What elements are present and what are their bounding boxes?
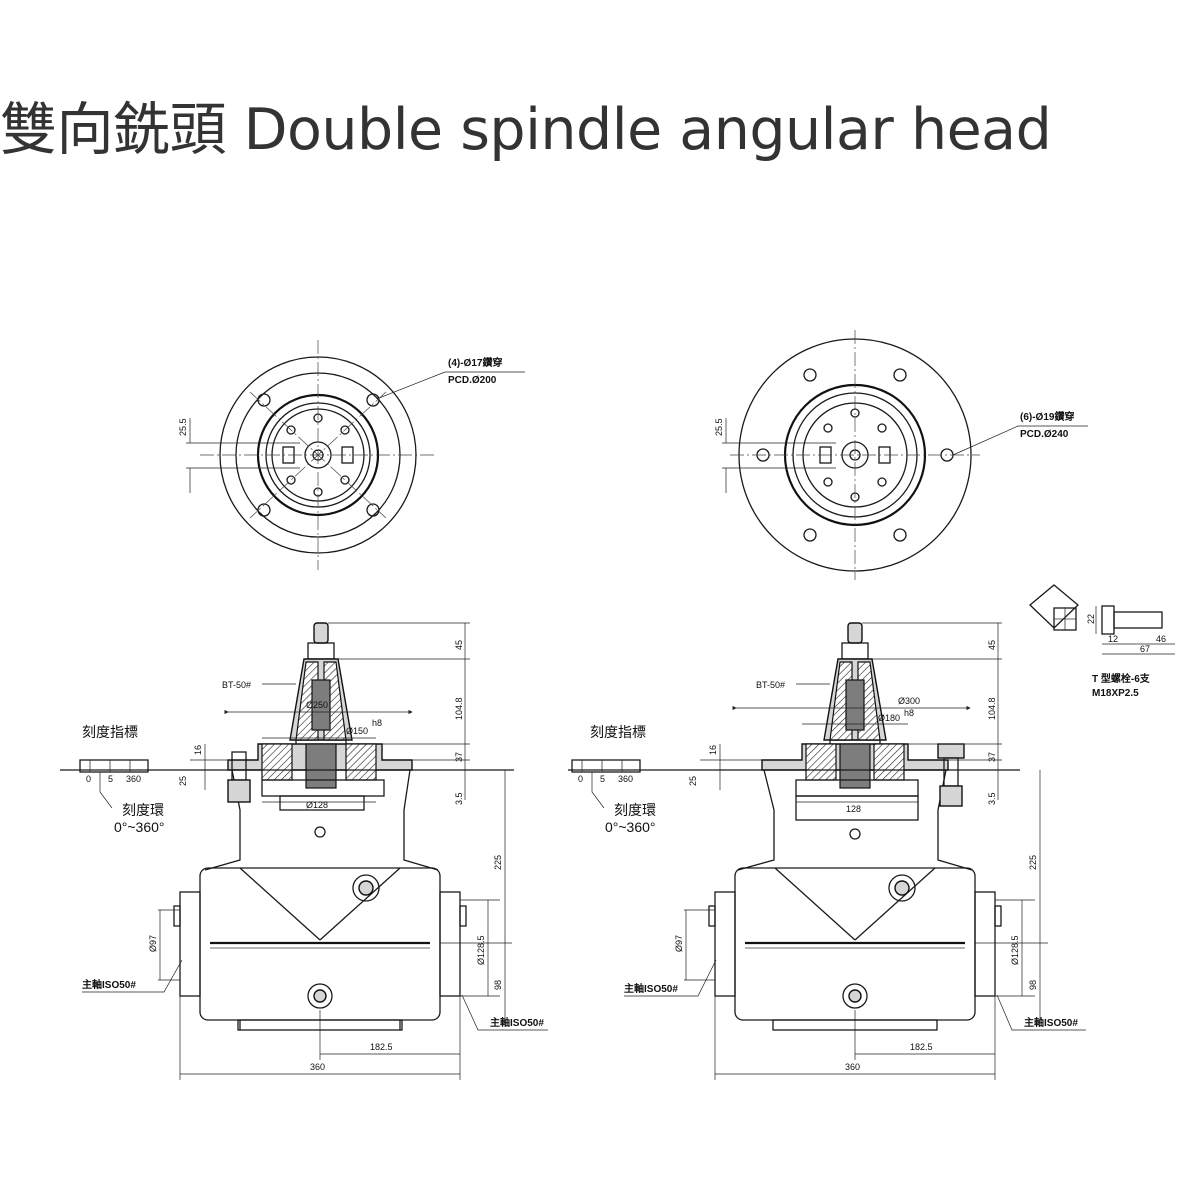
left-offset-dim: 25.5 [178, 418, 188, 436]
t-bolt-dim-c: 46 [1156, 634, 1166, 644]
right-offset-dim: 25.5 [714, 418, 724, 436]
left-dim-104-8: 104.8 [454, 697, 464, 720]
right-dim-104-8: 104.8 [987, 697, 997, 720]
right-dia-pilot: Ø180 [878, 713, 900, 723]
right-dim-45: 45 [987, 640, 997, 650]
right-scale-range: 0°~360° [605, 819, 656, 835]
t-bolt-dim-b: 12 [1108, 634, 1118, 644]
left-spindle-label-right: 主軸ISO50# [490, 1016, 544, 1029]
right-scale-num-5: 5 [600, 774, 605, 784]
t-bolt-note-2: M18XP2.5 [1092, 688, 1139, 699]
right-dim-182-5: 182.5 [910, 1042, 933, 1052]
right-pcd-note: PCD.Ø240 [1020, 429, 1069, 440]
left-dim-37: 37 [454, 752, 464, 762]
left-scale-num-360: 360 [126, 774, 141, 784]
left-dim-25: 25 [178, 776, 188, 786]
left-taper-label: BT-50# [222, 680, 251, 690]
left-dim-16: 16 [193, 745, 203, 755]
left-pcd-note: PCD.Ø200 [448, 375, 497, 386]
right-dim-3-5: 3.5 [987, 792, 997, 805]
right-side-view: 刻度指標 0 5 360 刻度環 0°~360° BT-50# Ø300 Ø18… [568, 622, 1086, 1080]
left-dim-d97: Ø97 [148, 935, 158, 952]
left-dim-225: 225 [493, 855, 503, 870]
right-taper-label: BT-50# [756, 680, 785, 690]
right-dia-pilot-tol: h8 [904, 708, 914, 718]
right-dim-360: 360 [845, 1062, 860, 1072]
right-scale-ring-label: 刻度環 [614, 802, 656, 818]
left-scale-ring-label: 刻度環 [122, 802, 164, 818]
left-dim-45: 45 [454, 640, 464, 650]
right-scale-num-360: 360 [618, 774, 633, 784]
left-scale-num-5: 5 [108, 774, 113, 784]
right-hole-note: (6)-Ø19鑽穿 [1020, 410, 1074, 423]
page-title: 雙向銑頭 Double spindle angular head [0, 97, 1052, 163]
right-scale-num-0: 0 [578, 774, 583, 784]
left-hole-note: (4)-Ø17鑽穿 [448, 356, 502, 369]
right-dim-225: 225 [1028, 855, 1038, 870]
left-scale-range: 0°~360° [114, 819, 165, 835]
right-dim-d97: Ø97 [674, 935, 684, 952]
left-dim-182-5: 182.5 [370, 1042, 393, 1052]
right-scale-pointer-label: 刻度指標 [590, 724, 646, 740]
right-dim-16: 16 [708, 745, 718, 755]
right-top-view: 25.5 (6)-Ø19鑽穿 PCD.Ø240 [714, 330, 1088, 580]
right-dim-25: 25 [688, 776, 698, 786]
left-dim-d128-5: Ø128.5 [476, 935, 486, 965]
left-scale-num-0: 0 [86, 774, 91, 784]
left-dia-flange: Ø250 [306, 700, 328, 710]
left-scale-pointer-label: 刻度指標 [82, 724, 138, 740]
t-bolt-note-1: T 型螺栓-6支 [1092, 672, 1151, 685]
left-spindle-label-left: 主軸ISO50# [82, 978, 136, 991]
left-side-view: 刻度指標 0 5 360 刻度環 0°~360° BT-50# Ø250 Ø15… [60, 622, 548, 1080]
right-dim-d128-5: Ø128.5 [1010, 935, 1020, 965]
right-dia-flange: Ø300 [898, 696, 920, 706]
left-dim-360: 360 [310, 1062, 325, 1072]
right-spindle-label-right: 主軸ISO50# [1024, 1016, 1078, 1029]
right-spindle-label-left: 主軸ISO50# [624, 982, 678, 995]
t-bolt-dim-d: 67 [1140, 644, 1150, 654]
left-dia-pilot-tol: h8 [372, 718, 382, 728]
left-dia-pilot: Ø150 [346, 726, 368, 736]
left-dim-3-5: 3.5 [454, 792, 464, 805]
right-dia-base: 128 [846, 804, 861, 814]
right-dim-98: 98 [1028, 980, 1038, 990]
left-dia-base: Ø128 [306, 800, 328, 810]
t-bolt-detail: 22 12 46 67 T 型螺栓-6支 M18XP2.5 [1029, 584, 1175, 699]
left-dim-98: 98 [493, 980, 503, 990]
left-top-view: 25.5 (4)-Ø17鑽穿 PCD.Ø200 [178, 340, 525, 570]
right-dim-37: 37 [987, 752, 997, 762]
t-bolt-dim-a: 22 [1086, 614, 1096, 624]
